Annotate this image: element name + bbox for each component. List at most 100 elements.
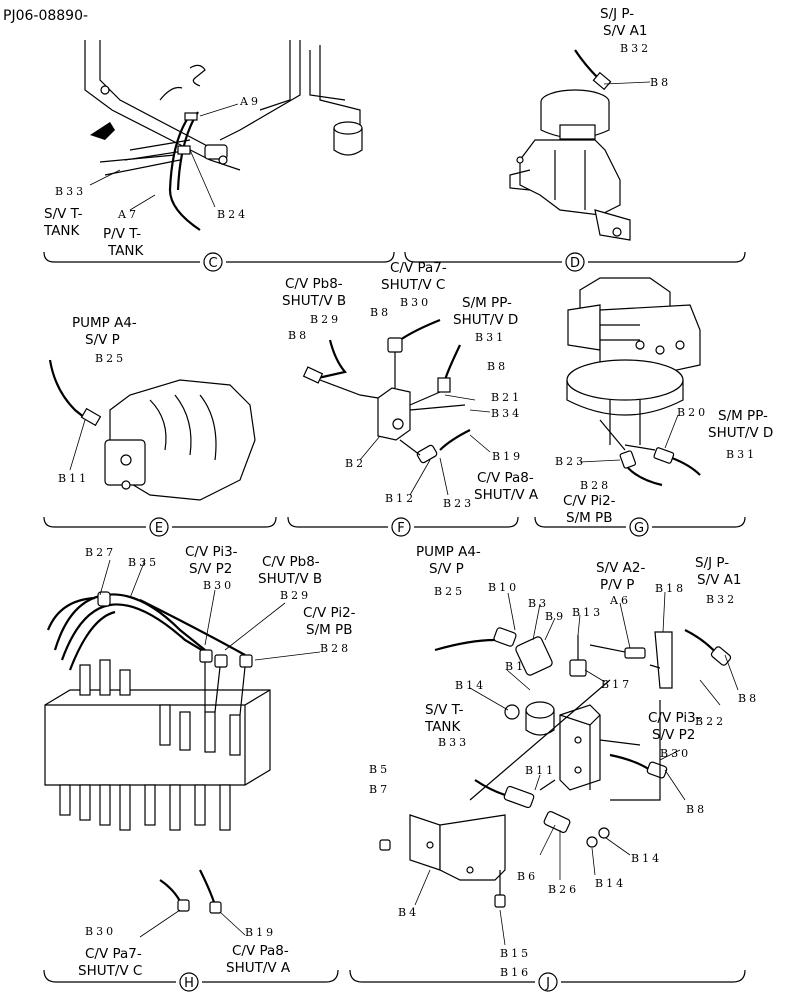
label-g-pi2-line2: S/M PB	[566, 510, 612, 526]
label-j-svt-line1: S/V T-	[425, 702, 464, 718]
label-f-smpp-line1: S/M PP-	[462, 295, 512, 311]
label-f-smpp-line2: SHUT/V D	[453, 312, 518, 328]
callout-h-b30b: B30	[85, 925, 116, 938]
callout-h-b27: B27	[85, 546, 116, 559]
callout-a7: A7	[117, 208, 139, 221]
label-f-pa8-line1: C/V Pa8-	[477, 470, 534, 486]
label-f-pa8-line2: SHUT/V A	[474, 487, 539, 503]
label-f-pa7-line1: C/V Pa7-	[390, 260, 447, 276]
callout-j-b22: B22	[695, 715, 726, 728]
callout-j-b32: B32	[706, 593, 737, 606]
label-j-svt-line2: TANK	[424, 719, 462, 735]
callout-f-b8a: B8	[288, 329, 309, 342]
callout-f-b29: B29	[310, 313, 341, 326]
bracket-j-right	[561, 969, 746, 983]
callout-h-b19: B19	[245, 926, 276, 939]
callout-f-b23: B23	[443, 497, 474, 510]
label-h-pb8-line1: C/V Pb8-	[262, 554, 320, 570]
callout-f-b19: B19	[492, 450, 523, 463]
callout-f-b30: B30	[400, 296, 431, 309]
label-pump-a4-line2: S/V P	[85, 332, 120, 348]
callout-d-b32: B32	[620, 42, 651, 55]
callout-j-b7: B7	[369, 783, 390, 796]
callout-h-b29: B29	[280, 589, 311, 602]
section-h-letter: H	[184, 976, 194, 991]
label-pv-t-tank-line2: TANK	[107, 243, 145, 259]
callout-j-b13: B13	[572, 606, 603, 619]
callout-j-b18: B18	[655, 582, 686, 595]
callout-j-b30: B30	[660, 747, 691, 760]
callout-j-b10: B10	[488, 581, 519, 594]
label-f-pb8-line1: C/V Pb8-	[285, 276, 343, 292]
bracket-c-right	[226, 251, 395, 263]
label-h-pi3-line2: S/V P2	[189, 561, 232, 577]
bracket-d-right	[588, 251, 746, 263]
label-h-pa8-line2: SHUT/V A	[226, 960, 291, 976]
callout-j-b11: B11	[525, 764, 556, 777]
section-d-marker	[565, 252, 585, 272]
label-j-pump-line1: PUMP A4-	[416, 544, 481, 560]
callout-j-b6: B6	[517, 870, 538, 883]
callout-f-b21: B21	[491, 391, 522, 404]
label-h-pi2-line2: S/M PB	[306, 622, 352, 638]
label-h-pa7-line2: SHUT/V C	[78, 963, 142, 979]
bracket-e-right	[172, 516, 277, 528]
section-d-letter: D	[570, 256, 580, 271]
section-h-marker	[179, 972, 199, 992]
label-h-pa7-line1: C/V Pa7-	[85, 946, 142, 962]
label-g-smpp-line2: SHUT/V D	[708, 425, 773, 441]
callout-j-a6: A6	[609, 594, 631, 607]
label-j-sjp-line1: S/J P-	[695, 555, 729, 571]
callout-j-b14b: B14	[595, 877, 626, 890]
callout-g-b20: B20	[677, 406, 708, 419]
label-h-pi3-line1: C/V Pi3-	[185, 544, 238, 560]
bracket-c-left	[43, 251, 200, 263]
section-f-letter: F	[397, 521, 404, 536]
callout-g-b23: B23	[555, 455, 586, 468]
section-f-marker	[391, 517, 411, 537]
bracket-h-left	[43, 969, 176, 983]
section-g-drawing	[566, 277, 701, 487]
callout-f-b34: B34	[491, 407, 522, 420]
section-j-drawing	[379, 627, 732, 908]
callout-f-b31: B31	[475, 331, 506, 344]
section-g-letter: G	[634, 521, 644, 536]
label-sjp-sva1-line1: S/J P-	[600, 6, 634, 22]
callout-h-b28: B28	[320, 642, 351, 655]
callout-j-b8a: B8	[738, 692, 759, 705]
label-j-pump-line2: S/V P	[429, 561, 464, 577]
section-c-marker	[203, 252, 223, 272]
callout-j-b8b: B8	[686, 803, 707, 816]
label-sv-t-tank-line1: S/V T-	[44, 206, 83, 222]
label-j-sjp-line2: S/V A1	[697, 572, 741, 588]
callout-j-b25: B25	[434, 585, 465, 598]
callout-h-b30: B30	[203, 579, 234, 592]
callout-g-b31: B31	[726, 448, 757, 461]
callout-b24: B24	[217, 208, 248, 221]
callout-j-b3: B3	[528, 597, 549, 610]
bracket-g-left	[534, 516, 626, 528]
callout-j-b33: B33	[438, 736, 469, 749]
section-h-drawing	[44, 591, 271, 914]
label-pump-a4-line1: PUMP A4-	[72, 315, 137, 331]
callout-d-b8: B8	[650, 76, 671, 89]
bracket-f-right	[414, 516, 519, 528]
section-j-letter: J	[545, 976, 550, 991]
callout-g-b28: B28	[580, 479, 611, 492]
label-sjp-sva1-line2: S/V A1	[603, 23, 647, 39]
label-h-pi2-line1: C/V Pi2-	[303, 605, 356, 621]
callout-f-b8c: B8	[487, 360, 508, 373]
section-f-drawing	[302, 318, 471, 464]
callout-j-b15: B15	[500, 947, 531, 960]
callout-f-b2: B2	[345, 457, 366, 470]
callout-e-b11: B11	[58, 472, 89, 485]
callout-j-b17: B17	[601, 678, 632, 691]
bracket-j-left	[349, 969, 535, 983]
callout-j-b14c: B14	[631, 852, 662, 865]
callout-b33: B33	[55, 185, 86, 198]
section-g-marker	[629, 517, 649, 537]
label-h-pb8-line2: SHUT/V B	[258, 571, 322, 587]
callout-j-b16: B16	[500, 966, 531, 979]
callout-j-b5: B5	[369, 763, 390, 776]
